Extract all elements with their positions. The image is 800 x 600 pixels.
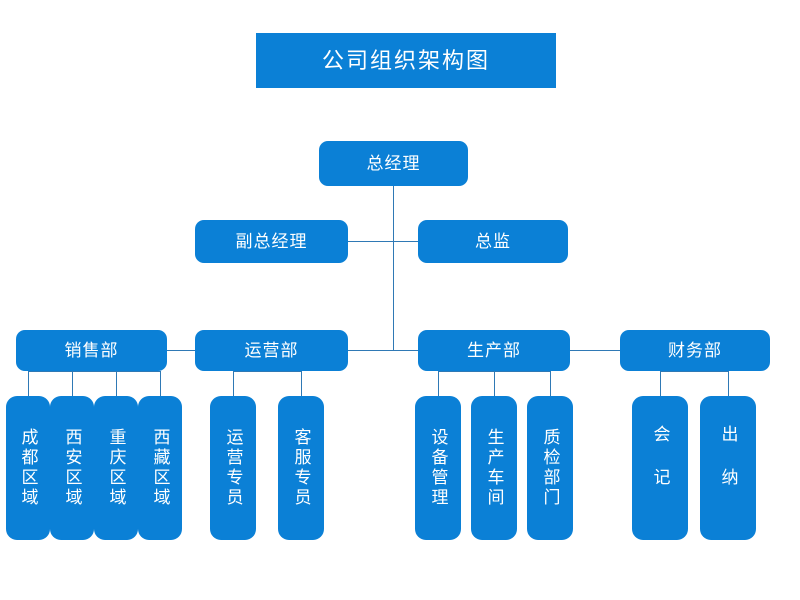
node-xizang-region[interactable]: 西藏区域 [138,396,182,540]
node-sales-department-label: 销售部 [64,340,119,360]
chart-title-banner: 公司组织架构图 [256,33,556,88]
node-production-department[interactable]: 生产部 [418,330,570,371]
node-deputy-general-manager-label: 副总经理 [235,231,308,251]
connector-sales-child-1 [28,371,29,396]
connector-finance-child-1 [660,371,661,396]
node-production-workshop-label: 生产车间 [484,428,504,508]
node-chongqing-region-label: 重庆区域 [106,428,126,508]
node-chengdu-region[interactable]: 成都区域 [6,396,50,540]
node-xian-region-label: 西安区域 [62,428,82,508]
node-operations-department[interactable]: 运营部 [195,330,348,371]
node-operations-department-label: 运营部 [244,340,299,360]
node-xizang-region-label: 西藏区域 [150,428,170,508]
connector-operations-child-2 [301,371,302,396]
node-accountant-label: 会记 [650,425,670,511]
node-equipment-management-label: 设备管理 [428,428,448,508]
connector-department-horizontal [167,350,620,351]
connector-operations-child-1 [233,371,234,396]
connector-operations-bus [233,371,302,372]
node-quality-control-department-label: 质检部门 [540,428,560,508]
node-chongqing-region[interactable]: 重庆区域 [94,396,138,540]
connector-production-child-2 [494,371,495,396]
node-xian-region[interactable]: 西安区域 [50,396,94,540]
connector-finance-child-2 [728,371,729,396]
node-operations-specialist[interactable]: 运营专员 [210,396,256,540]
node-director-label: 总监 [475,231,511,251]
connector-sales-child-2 [72,371,73,396]
node-cashier[interactable]: 出纳 [700,396,756,540]
connector-production-child-3 [550,371,551,396]
page-title: 公司组织架构图 [321,47,490,73]
node-equipment-management[interactable]: 设备管理 [415,396,461,540]
node-general-manager[interactable]: 总经理 [319,141,468,186]
node-customer-service-specialist-label: 客服专员 [291,428,311,508]
node-operations-specialist-label: 运营专员 [223,428,243,508]
node-cashier-label: 出纳 [718,425,738,511]
node-finance-department[interactable]: 财务部 [620,330,770,371]
connector-sales-child-3 [116,371,117,396]
node-finance-department-label: 财务部 [668,340,722,360]
connector-gm-spine [393,185,394,351]
connector-production-bus [438,371,551,372]
node-chengdu-region-label: 成都区域 [18,428,38,508]
node-accountant[interactable]: 会记 [632,396,688,540]
node-quality-control-department[interactable]: 质检部门 [527,396,573,540]
node-general-manager-label: 总经理 [366,153,421,173]
node-production-workshop[interactable]: 生产车间 [471,396,517,540]
node-production-department-label: 生产部 [467,340,521,360]
node-deputy-general-manager[interactable]: 副总经理 [195,220,348,263]
connector-level2-horizontal [348,241,438,242]
connector-finance-bus [660,371,729,372]
node-customer-service-specialist[interactable]: 客服专员 [278,396,324,540]
connector-production-child-1 [438,371,439,396]
connector-sales-bus [28,371,161,372]
node-director[interactable]: 总监 [418,220,568,263]
connector-sales-child-4 [160,371,161,396]
node-sales-department[interactable]: 销售部 [16,330,167,371]
